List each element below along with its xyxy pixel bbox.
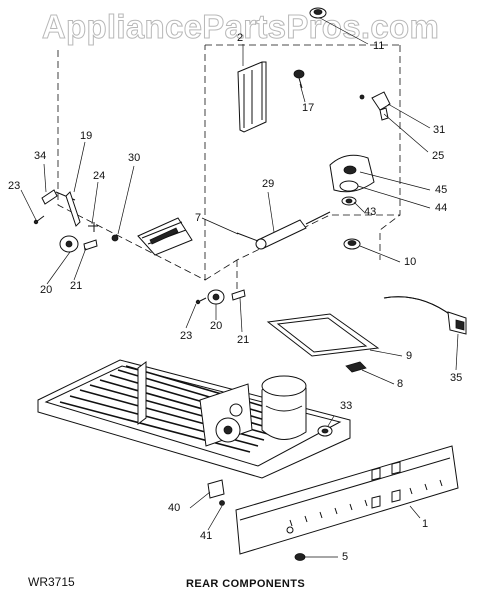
callout-21-left: 21 [70,280,83,292]
callout-24: 24 [93,170,106,182]
callout-9: 9 [406,350,413,362]
part-17-fastener [293,69,305,89]
right-cluster-45-44-43 [329,154,375,206]
callout-35: 35 [450,372,463,384]
callout-20-left: 20 [40,284,53,296]
drain-trough [137,217,193,256]
part-1-access-panel [235,445,459,555]
callout-11: 11 [373,40,385,52]
callout-5: 5 [342,551,349,563]
callout-23-left: 23 [8,180,21,192]
part-31-25-fitting [359,91,391,121]
left-fasteners [33,189,119,253]
callout-7: 7 [195,212,202,224]
part-11-plug [309,7,327,19]
part-35-power-cord [383,296,467,335]
diagram-code: WR3715 [28,575,75,589]
callout-31: 31 [433,124,446,136]
callout-33: 33 [340,400,353,412]
leader-lines [20,17,459,558]
callout-40: 40 [168,502,181,514]
callout-19: 19 [80,130,93,142]
callout-8: 8 [397,378,404,390]
callout-41: 41 [200,530,213,542]
part-10-grommet [343,238,361,250]
part-2-bracket [237,61,267,133]
part-5-screw [294,553,306,561]
callout-2: 2 [237,32,244,44]
watermark: AppliancePartsPros.com [41,8,440,46]
callout-30: 30 [128,152,141,164]
callout-10: 10 [404,256,417,268]
callout-17: 17 [302,102,315,114]
callout-44: 44 [435,202,448,214]
callout-43: 43 [364,206,377,218]
callout-1: 1 [422,518,429,530]
callout-29: 29 [262,178,275,190]
center-fasteners [195,289,246,305]
base-condenser-assembly [37,359,351,506]
callout-21-center: 21 [237,334,250,346]
part-9-drain-pan [266,313,380,357]
callout-23-center: 23 [180,330,193,342]
part-29-tube [236,211,331,250]
callout-25: 25 [432,150,445,162]
callout-34: 34 [34,150,47,162]
callout-45: 45 [435,184,448,196]
part-8-clip [345,361,367,373]
callout-20-center: 20 [210,320,223,332]
diagram-caption: REAR COMPONENTS [186,578,306,590]
